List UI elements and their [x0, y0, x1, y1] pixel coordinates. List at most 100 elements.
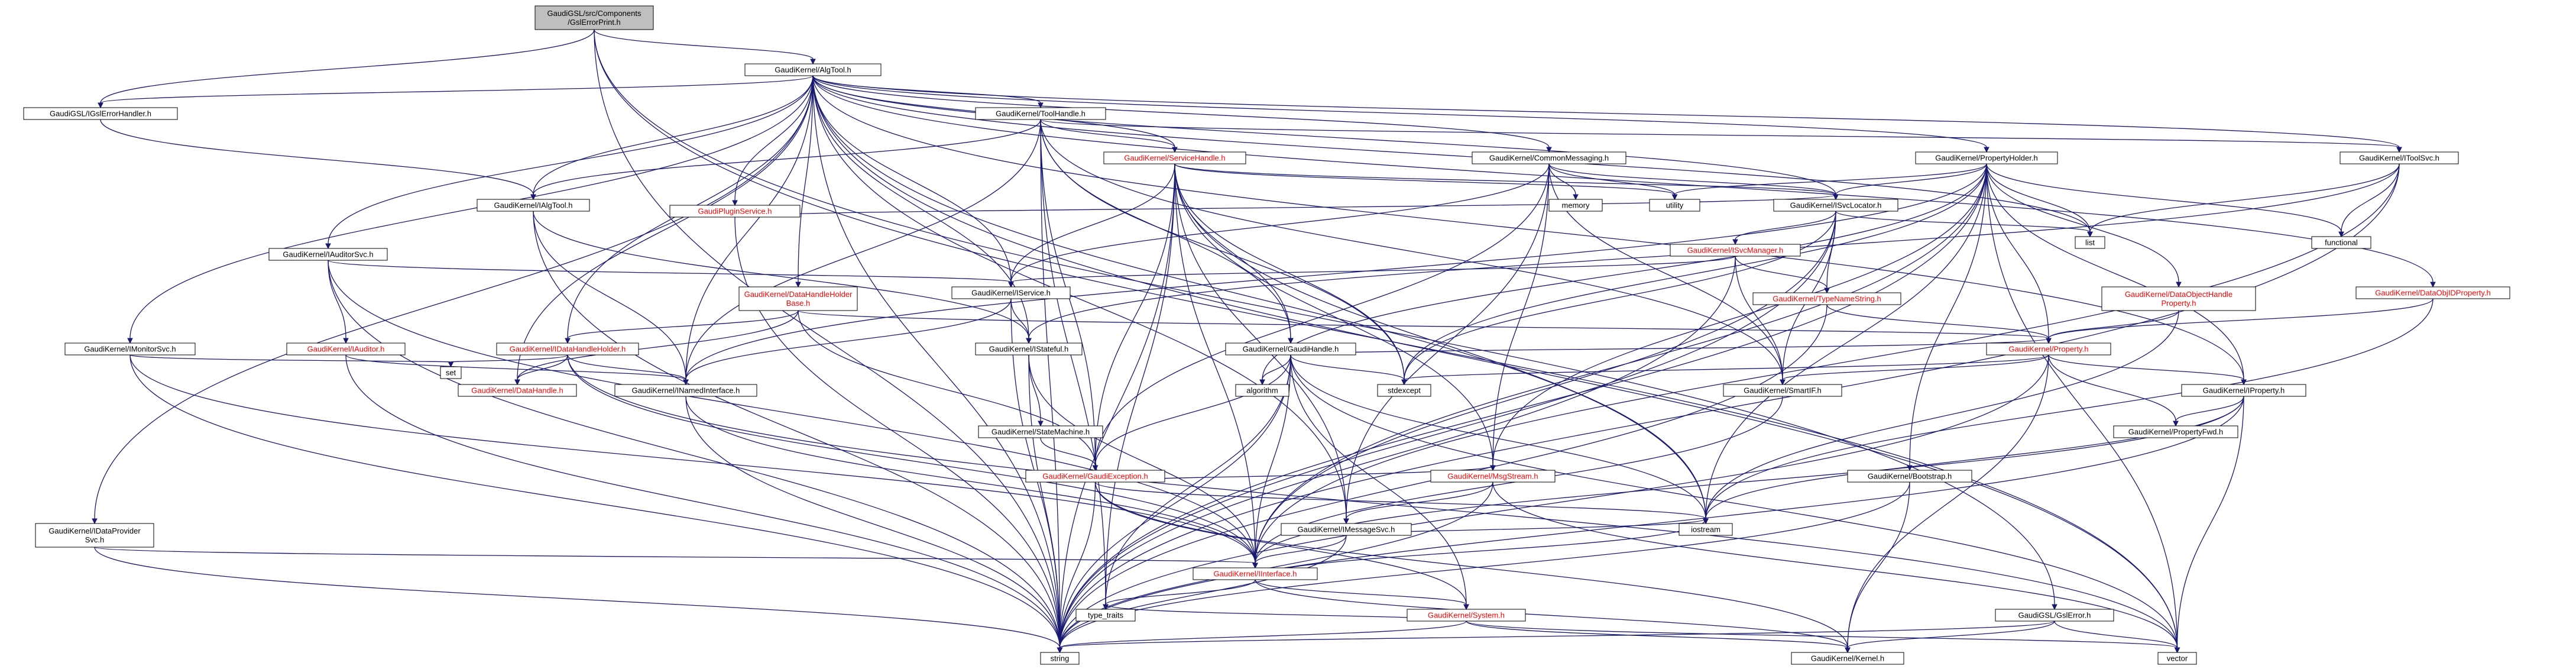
node-label: GaudiKernel/INamedInterface.h	[632, 386, 740, 395]
node-label: GaudiKernel/IMonitorSvc.h	[84, 345, 176, 354]
dependency-edge	[1103, 579, 1256, 610]
node-label: GaudiKernel/IService.h	[971, 289, 1051, 298]
node-gaudihandle[interactable]: GaudiKernel/GaudiHandle.h	[1225, 342, 1356, 355]
node-label: GaudiKernel/DataHandle.h	[471, 386, 563, 395]
node-box	[534, 5, 654, 30]
node-box	[1986, 342, 2111, 355]
node-iostream[interactable]: iostream	[1679, 523, 1733, 536]
node-box	[1075, 609, 1136, 622]
node-box	[286, 342, 406, 355]
node-itoolsvc[interactable]: GaudiKernel/IToolSvc.h	[2340, 151, 2459, 164]
node-label: type_traits	[1088, 611, 1123, 620]
node-box	[1430, 470, 1556, 483]
dependency-edge	[1092, 163, 1550, 471]
node-commonmsg[interactable]: GaudiKernel/CommonMessaging.h	[1472, 151, 1626, 164]
dependency-edge	[594, 29, 816, 65]
node-datahandle[interactable]: GaudiKernel/DataHandle.h	[458, 384, 577, 397]
dependency-edge	[1845, 481, 1910, 654]
dependency-edge	[1057, 620, 1467, 654]
dependency-edge	[1057, 481, 1493, 654]
node-memory[interactable]: memory	[1548, 199, 1603, 212]
node-iproperty[interactable]: GaudiKernel/IProperty.h	[2181, 384, 2306, 397]
node-utility[interactable]: utility	[1649, 199, 1700, 212]
node-idhholder[interactable]: GaudiKernel/IDataHandleHolder.h	[496, 342, 639, 355]
node-box	[1773, 199, 1898, 212]
node-isvclocator[interactable]: GaudiKernel/ISvcLocator.h	[1773, 199, 1898, 212]
node-istateful[interactable]: GaudiKernel/IStateful.h	[975, 342, 1083, 355]
node-label: GaudiKernel/IAlgTool.h	[494, 201, 573, 210]
node-gslerrh[interactable]: GaudiGSL/IGslErrorHandler.h	[23, 107, 178, 120]
node-box	[978, 425, 1103, 438]
node-iauditor[interactable]: GaudiKernel/IAuditor.h	[286, 342, 406, 355]
dependency-edge	[1833, 163, 1987, 201]
node-ialgtool[interactable]: GaudiKernel/IAlgTool.h	[477, 199, 590, 212]
node-isvcmanager[interactable]: GaudiKernel/ISvcManager.h	[1670, 244, 1801, 257]
dependency-edge	[1845, 354, 2049, 654]
node-functional[interactable]: functional	[2311, 236, 2371, 249]
dependency-edge	[812, 75, 1709, 525]
node-plugin[interactable]: GaudiPluginService.h	[669, 205, 801, 218]
node-property[interactable]: GaudiKernel/Property.h	[1986, 342, 2111, 355]
node-gaudiexception[interactable]: GaudiKernel/GaudiException.h	[1025, 470, 1165, 483]
node-vector[interactable]: vector	[2157, 652, 2197, 665]
node-kernel[interactable]: GaudiKernel/Kernel.h	[1791, 652, 1904, 665]
node-iinterface[interactable]: GaudiKernel/IInterface.h	[1193, 567, 1318, 580]
node-servicehandle[interactable]: GaudiKernel/ServiceHandle.h	[1103, 151, 1246, 164]
dependency-edge	[94, 547, 1258, 569]
node-iservice[interactable]: GaudiKernel/IService.h	[951, 286, 1071, 299]
dependency-edge	[1010, 298, 1032, 344]
node-box	[2101, 286, 2256, 311]
node-iauditorsvc[interactable]: GaudiKernel/IAuditorSvc.h	[268, 248, 388, 261]
node-system[interactable]: GaudiKernel/System.h	[1407, 609, 1526, 622]
node-box	[1752, 292, 1901, 305]
node-box	[669, 205, 801, 218]
node-algtool[interactable]: GaudiKernel/AlgTool.h	[744, 63, 882, 76]
node-imessagesvc[interactable]: GaudiKernel/IMessageSvc.h	[1281, 523, 1412, 536]
node-label: vector	[2167, 654, 2188, 663]
dependency-edge	[1057, 354, 1291, 654]
node-toolhandle[interactable]: GaudiKernel/ToolHandle.h	[975, 107, 1106, 120]
dependency-edge	[565, 310, 799, 344]
node-label: memory	[1562, 201, 1590, 210]
node-inamedinterface[interactable]: GaudiKernel/INamedInterface.h	[614, 384, 757, 397]
dependency-edge	[1343, 481, 1493, 525]
node-dataobjidprop[interactable]: GaudiKernel/DataObjIDProperty.h	[2355, 286, 2510, 299]
node-string[interactable]: string	[1040, 652, 1080, 665]
node-box	[1472, 151, 1626, 164]
dependency-edge	[732, 75, 814, 206]
node-label: GaudiKernel/IDataHandleHolder.h	[510, 345, 626, 354]
node-box	[1548, 199, 1603, 212]
dependency-edge	[98, 29, 595, 109]
node-label: GaudiKernel/MsgStream.h	[1447, 472, 1538, 481]
node-label: GaudiKernel/StateMachine.h	[991, 428, 1090, 437]
node-statemachine[interactable]: GaudiKernel/StateMachine.h	[978, 425, 1103, 438]
node-gslerror[interactable]: GaudiGSL/GslError.h	[1995, 609, 2114, 622]
node-imonitorsvc[interactable]: GaudiKernel/IMonitorSvc.h	[64, 342, 196, 355]
header-nodes: GaudiGSL/src/Components/GslErrorPrint.hG…	[23, 5, 2510, 665]
node-label: GaudiKernel/IProperty.h	[2203, 386, 2285, 395]
node-propholder[interactable]: GaudiKernel/PropertyHolder.h	[1915, 151, 2058, 164]
dependency-edge	[1986, 163, 2093, 238]
node-list[interactable]: list	[2075, 236, 2105, 249]
node-propertyfwd[interactable]: GaudiKernel/PropertyFwd.h	[2113, 425, 2238, 438]
node-label: GaudiKernel/Kernel.h	[1811, 654, 1884, 663]
node-bootstrap[interactable]: GaudiKernel/Bootstrap.h	[1847, 470, 1972, 483]
node-box	[1915, 151, 2058, 164]
node-smartif[interactable]: GaudiKernel/SmartIF.h	[1723, 384, 1842, 397]
node-box	[1040, 652, 1080, 665]
node-msgstream[interactable]: GaudiKernel/MsgStream.h	[1430, 470, 1556, 483]
node-algorithm[interactable]: algorithm	[1235, 384, 1289, 397]
node-typetraits[interactable]: type_traits	[1075, 609, 1136, 622]
node-label: GaudiKernel/AlgTool.h	[775, 66, 851, 75]
node-set[interactable]: set	[440, 366, 462, 379]
node-box	[738, 286, 858, 311]
dependency-edge	[1735, 256, 1786, 386]
node-stdexcept[interactable]: stdexcept	[1377, 384, 1431, 397]
node-label: GaudiKernel/ToolHandle.h	[996, 109, 1086, 118]
dependency-edge	[2048, 354, 2247, 386]
node-label: algorithm	[1246, 386, 1278, 395]
node-typenamestring[interactable]: GaudiKernel/TypeNameString.h	[1752, 292, 1901, 305]
